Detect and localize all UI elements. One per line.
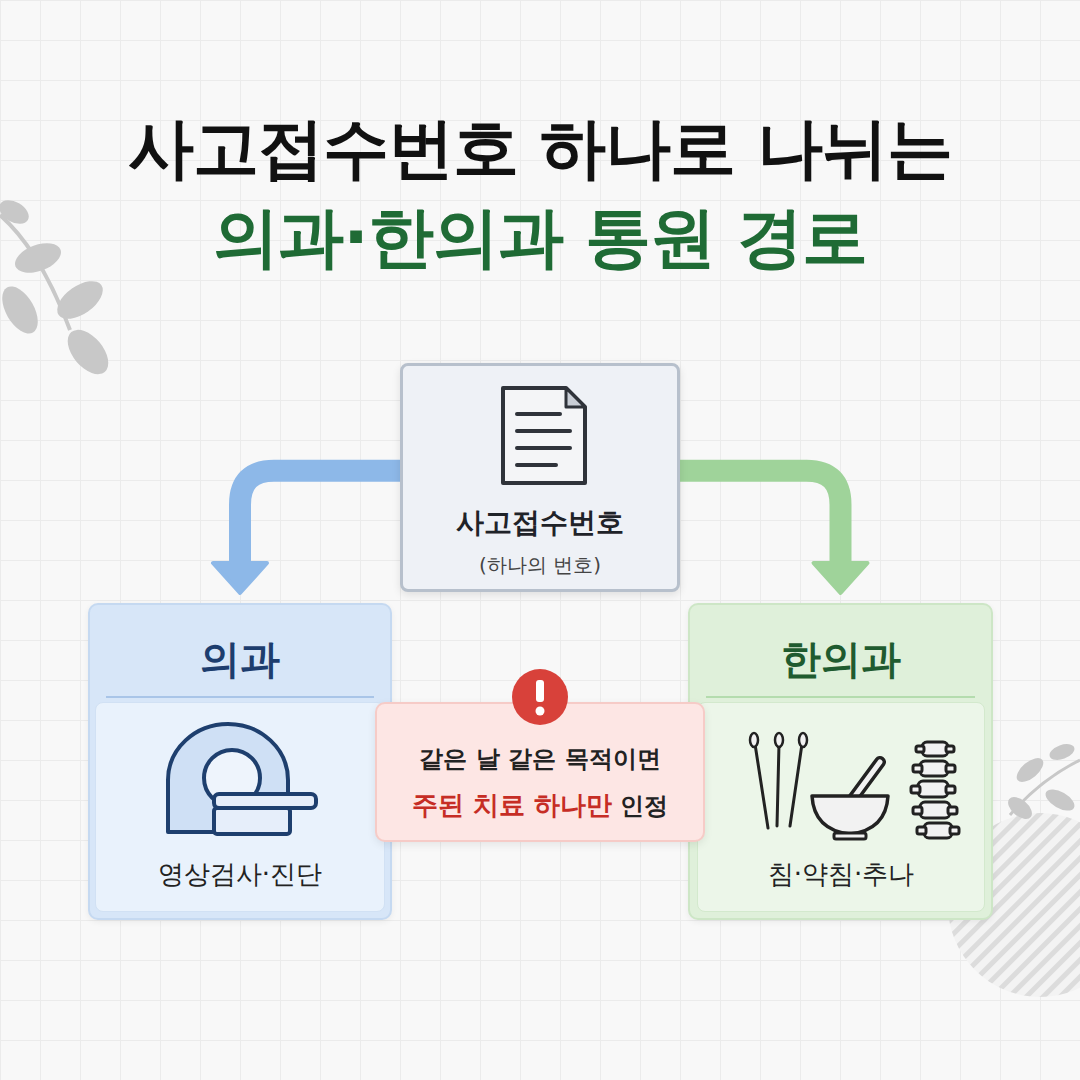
arrow-shaft [240, 471, 400, 567]
source-box: 사고접수번호 (하나의 번호) [400, 363, 680, 592]
arrow-head [213, 563, 267, 593]
arrow-head [814, 563, 868, 593]
text-line: 같은 날 같은 목적이면 [377, 744, 703, 777]
text-line: 침·약침·추나 [698, 858, 984, 894]
treatment-box: 침·약침·추나 [697, 702, 985, 912]
treatment-box: 영상검사·진단 [95, 702, 385, 912]
node-text: 주된 치료 하나만 [412, 789, 612, 821]
arrow-shaft [680, 471, 841, 567]
node-text: 한의과 [781, 635, 901, 683]
clinic-panel: 의과영상검사·진단 [88, 603, 392, 920]
node-text: 같은 날 같은 목적이면 [419, 744, 660, 774]
text-line: 주된 치료 하나만인정 [377, 789, 703, 825]
leaf-branch-right [1004, 741, 1080, 823]
text-line: 한의과 [690, 635, 991, 692]
node-text: (하나의 번호) [479, 553, 601, 577]
clinic-panel: 한의과침·약침·추나 [688, 603, 993, 920]
node-text: 인정 [620, 790, 668, 822]
node-text: 사고접수번호 [456, 506, 624, 540]
leaf-branch-left [0, 195, 116, 381]
flow-arrow [680, 471, 868, 593]
node-text: 영상검사·진단 [158, 858, 322, 890]
node-text: 침·약침·추나 [768, 858, 915, 890]
text-line: 의과 [90, 635, 390, 692]
node-text: 의과 [200, 635, 280, 683]
text-line: 사고접수번호 [403, 506, 677, 544]
text-line: (하나의 번호) [403, 553, 677, 579]
text-line: 영상검사·진단 [96, 858, 384, 894]
warning-box: 같은 날 같은 목적이면주된 치료 하나만인정 [375, 702, 705, 842]
title-heading: 사고접수번호 하나로 나뉘는 의과·한의과 통원 경로 [105, 104, 975, 282]
flow-arrow [213, 471, 400, 593]
